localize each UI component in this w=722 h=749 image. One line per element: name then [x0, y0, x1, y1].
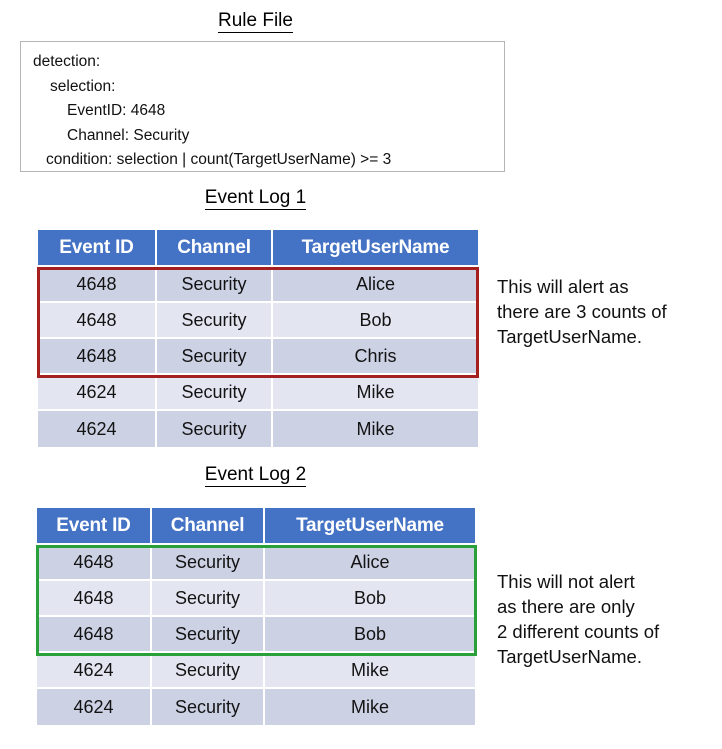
- rule-file-box: detection: selection: EventID: 4648 Chan…: [20, 41, 505, 172]
- cell-event-id: 4648: [37, 581, 152, 617]
- rule-line-detection: detection:: [33, 53, 101, 70]
- annotation-event-log-1: This will alert as there are 3 counts of…: [497, 276, 667, 347]
- cell-target-user-name: Bob: [265, 581, 475, 617]
- table-row: 4648 Security Bob: [38, 303, 478, 339]
- cell-target-user-name: Mike: [265, 653, 475, 689]
- table-header-row: Event ID Channel TargetUserName: [38, 230, 478, 267]
- cell-channel: Security: [157, 375, 273, 411]
- table-row: 4648 Security Chris: [38, 339, 478, 375]
- rule-line-condition: condition: selection | count(TargetUserN…: [46, 151, 392, 168]
- column-header-event-id: Event ID: [38, 230, 157, 267]
- cell-event-id: 4648: [38, 267, 157, 303]
- table-row: 4648 Security Bob: [37, 581, 475, 617]
- event-log-2-title-text: Event Log 2: [204, 464, 307, 487]
- table-row: 4624 Security Mike: [37, 689, 475, 725]
- cell-event-id: 4648: [38, 303, 157, 339]
- cell-target-user-name: Bob: [265, 617, 475, 653]
- cell-channel: Security: [152, 689, 265, 725]
- cell-channel: Security: [152, 617, 265, 653]
- column-header-channel: Channel: [157, 230, 273, 267]
- cell-target-user-name: Alice: [273, 267, 478, 303]
- cell-channel: Security: [157, 339, 273, 375]
- event-log-2-table: Event ID Channel TargetUserName 4648 Sec…: [37, 508, 475, 725]
- table-row: 4648 Security Alice: [38, 267, 478, 303]
- column-header-target-user-name: TargetUserName: [273, 230, 478, 267]
- cell-event-id: 4648: [37, 617, 152, 653]
- cell-target-user-name: Mike: [265, 689, 475, 725]
- rule-file-title: Rule File: [0, 10, 511, 33]
- table-row: 4648 Security Bob: [37, 617, 475, 653]
- cell-event-id: 4648: [38, 339, 157, 375]
- cell-target-user-name: Alice: [265, 545, 475, 581]
- event-log-1-title-text: Event Log 1: [204, 187, 307, 210]
- rule-line-selection: selection:: [50, 77, 116, 95]
- cell-target-user-name: Mike: [273, 411, 478, 447]
- column-header-target-user-name: TargetUserName: [265, 508, 475, 545]
- table-row: 4624 Security Mike: [38, 411, 478, 447]
- annotation-event-log-2: This will not alert as there are only 2 …: [497, 571, 660, 667]
- rule-file-title-text: Rule File: [218, 10, 293, 33]
- table-row: 4624 Security Mike: [38, 375, 478, 411]
- column-header-event-id: Event ID: [37, 508, 152, 545]
- table-row: 4648 Security Alice: [37, 545, 475, 581]
- cell-channel: Security: [157, 267, 273, 303]
- cell-target-user-name: Mike: [273, 375, 478, 411]
- cell-channel: Security: [152, 581, 265, 617]
- cell-channel: Security: [152, 653, 265, 689]
- cell-channel: Security: [152, 545, 265, 581]
- cell-target-user-name: Bob: [273, 303, 478, 339]
- event-log-1-table: Event ID Channel TargetUserName 4648 Sec…: [38, 230, 478, 447]
- table-row: 4624 Security Mike: [37, 653, 475, 689]
- cell-event-id: 4624: [37, 653, 152, 689]
- cell-channel: Security: [157, 303, 273, 339]
- cell-event-id: 4624: [37, 689, 152, 725]
- rule-line-eventid: EventID: 4648: [67, 102, 166, 119]
- event-log-2-title: Event Log 2: [0, 464, 511, 487]
- cell-event-id: 4624: [38, 375, 157, 411]
- cell-event-id: 4624: [38, 411, 157, 447]
- event-log-1-title: Event Log 1: [0, 187, 511, 210]
- cell-channel: Security: [157, 411, 273, 447]
- table-header-row: Event ID Channel TargetUserName: [37, 508, 475, 545]
- cell-target-user-name: Chris: [273, 339, 478, 375]
- column-header-channel: Channel: [152, 508, 265, 545]
- rule-line-channel: Channel: Security: [67, 126, 190, 144]
- cell-event-id: 4648: [37, 545, 152, 581]
